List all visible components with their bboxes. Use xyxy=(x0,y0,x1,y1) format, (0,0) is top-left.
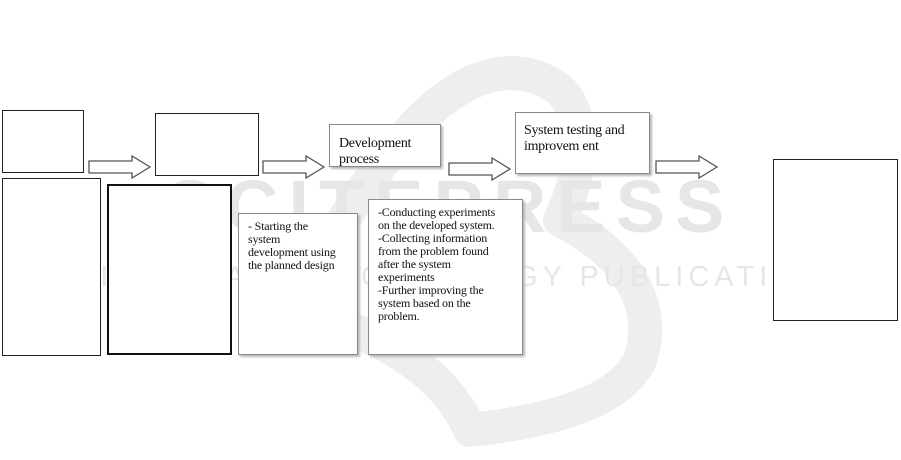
step-4-title-box: System testing and improvem ent xyxy=(515,112,650,174)
arrow-right-icon xyxy=(262,155,326,179)
step-1-title-box xyxy=(2,110,84,173)
step-3-description: - Starting the system development using … xyxy=(248,219,336,272)
step-5-box xyxy=(773,159,898,321)
arrow-right-icon xyxy=(655,155,719,179)
step-3-title: Development process xyxy=(339,136,412,167)
step-3-title-box: Development process xyxy=(329,124,441,167)
step-3-description-box: - Starting the system development using … xyxy=(238,213,358,355)
step-2-title-box xyxy=(155,113,259,176)
step-2-description-box xyxy=(107,184,232,355)
arrow-right-icon xyxy=(448,157,512,181)
step-4-description: -Conducting experiments on the developed… xyxy=(378,205,496,323)
step-4-title: System testing and improvem ent xyxy=(524,123,625,154)
arrow-right-icon xyxy=(88,155,152,179)
step-1-description-box xyxy=(2,178,101,356)
step-4-description-box: -Conducting experiments on the developed… xyxy=(368,199,523,355)
